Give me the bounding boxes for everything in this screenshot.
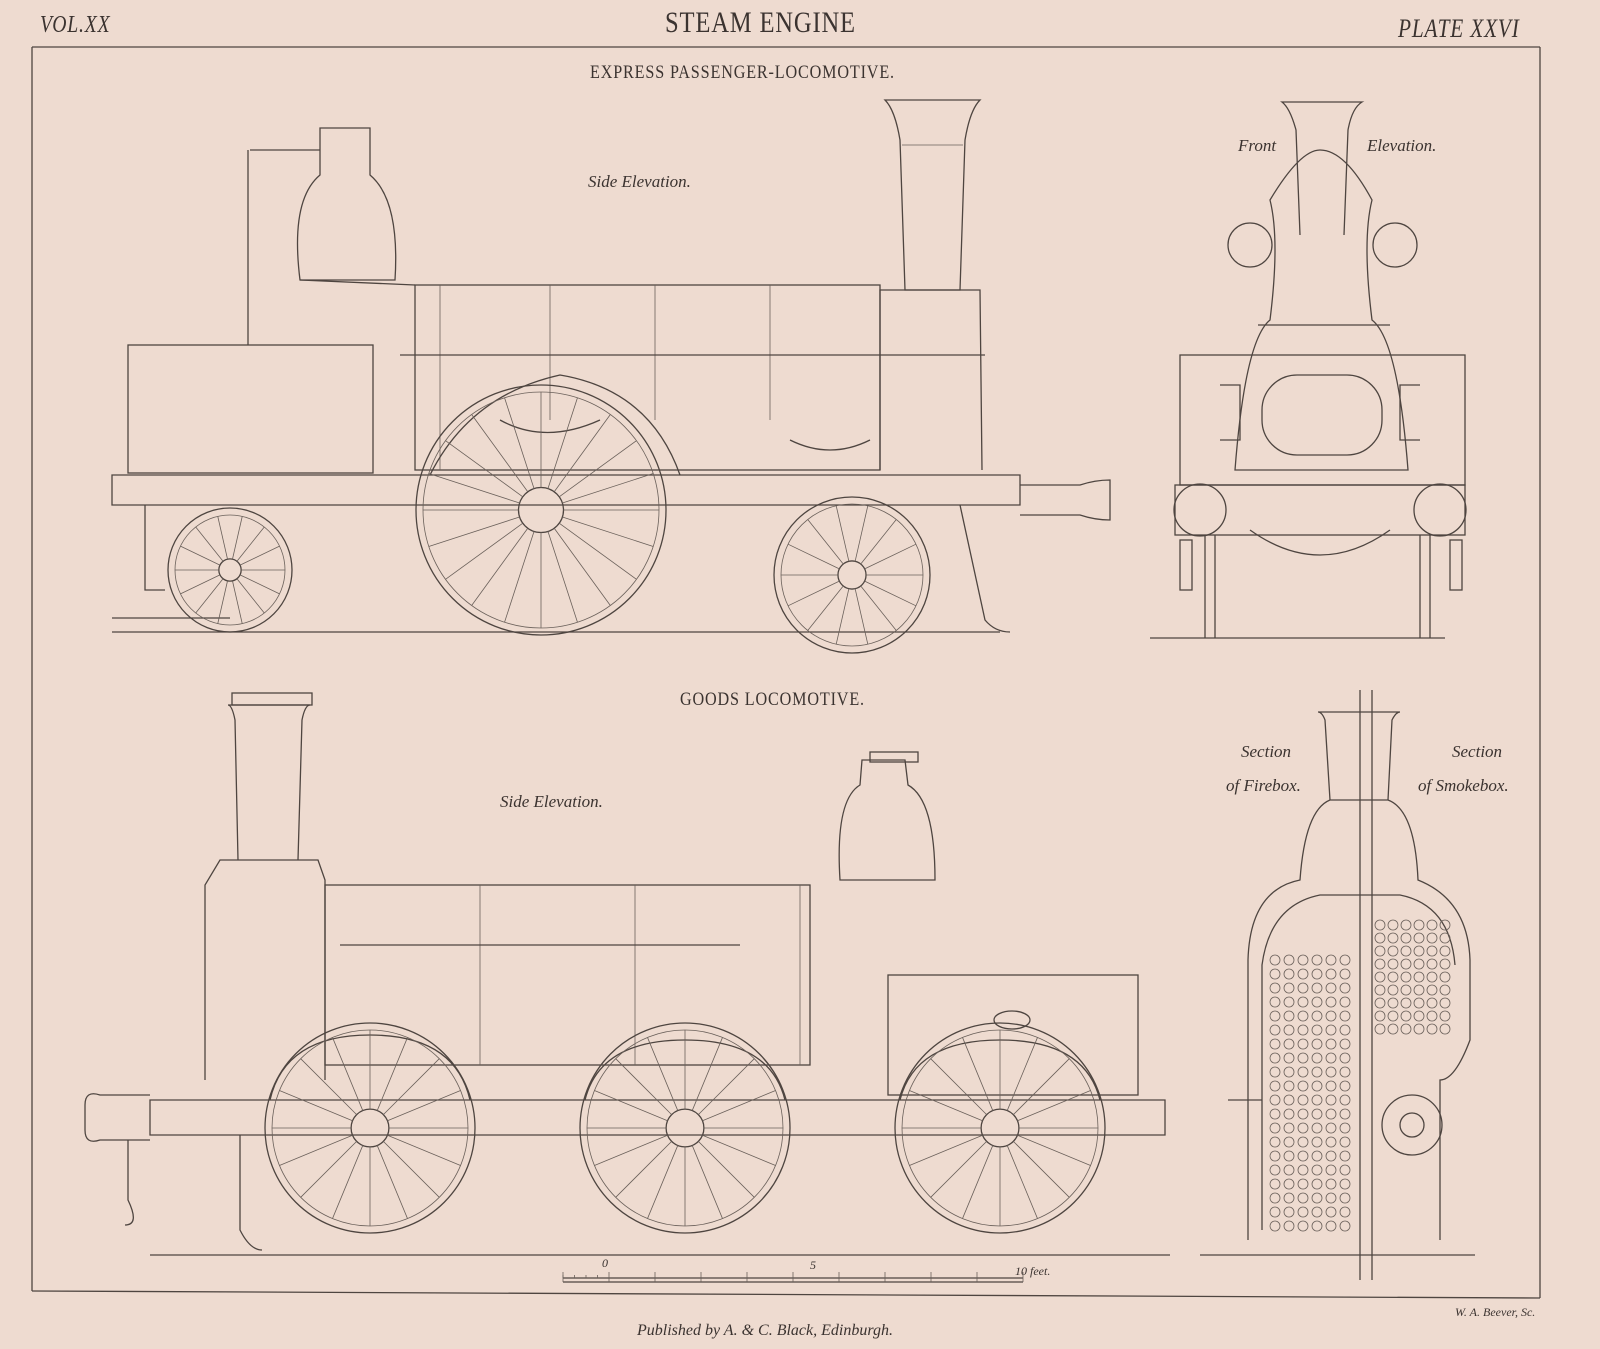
- wheel: [264, 1022, 476, 1234]
- scale-zero: 0: [602, 1256, 608, 1270]
- section-smokebox-label-2: of Smokebox.: [1418, 776, 1509, 795]
- wheel: [167, 507, 293, 633]
- express-side-elevation: [111, 99, 1111, 633]
- express-front-label-1: Front: [1238, 136, 1277, 155]
- plate-border: [31, 46, 1541, 1299]
- scale-ten: 10 feet.: [1015, 1264, 1051, 1278]
- goods-title: GOODS LOCOMOTIVE.: [680, 689, 865, 710]
- plate-label: PLATE XXVI: [1398, 14, 1520, 43]
- scale-five: 5: [810, 1258, 816, 1272]
- goods-side-elevation: [84, 692, 1170, 1256]
- page-title: STEAM ENGINE: [665, 6, 856, 39]
- section-firebox-label-1: Section: [1241, 742, 1292, 761]
- goods-side-label: Side Elevation.: [500, 792, 603, 811]
- express-front-elevation: [1150, 101, 1467, 639]
- express-title: EXPRESS PASSENGER-LOCOMOTIVE.: [590, 62, 895, 83]
- wheel: [415, 384, 667, 636]
- scale-bar: [562, 1272, 1024, 1283]
- wheel: [773, 496, 931, 654]
- express-front-label-2: Elevation.: [1367, 136, 1437, 155]
- wheels: [167, 384, 1106, 1234]
- engraver-credit: W. A. Beever, Sc.: [1455, 1305, 1536, 1319]
- volume-label: VOL.XX: [40, 12, 111, 38]
- section-firebox-label-2: of Firebox.: [1226, 776, 1301, 795]
- wheel: [894, 1022, 1106, 1234]
- firebox-smokebox-section: [1200, 690, 1475, 1280]
- wheel: [579, 1022, 791, 1234]
- boiler-tubes: [1269, 919, 1451, 1232]
- express-side-label: Side Elevation.: [588, 172, 691, 191]
- publisher-credit: Published by A. & C. Black, Edinburgh.: [637, 1322, 893, 1339]
- section-smokebox-label-1: Section: [1452, 742, 1503, 761]
